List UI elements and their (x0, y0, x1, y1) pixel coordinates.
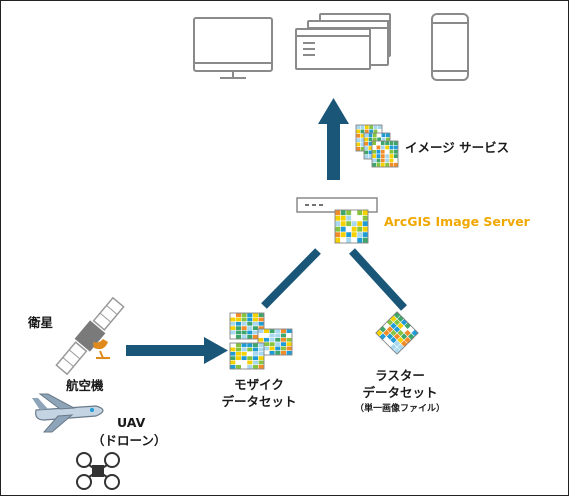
image-service-label: イメージ サービス (405, 140, 510, 155)
server-label: ArcGIS Image Server (384, 214, 530, 229)
arrow-to-clients (318, 98, 349, 180)
mosaic-label-line1: モザイク (234, 377, 284, 392)
smartphone-icon (431, 13, 469, 81)
mosaic-dataset-icon (229, 312, 293, 370)
browser-windows-icon (295, 13, 391, 70)
server-tile-icon (334, 209, 369, 244)
uav-label: UAV (117, 415, 146, 430)
aircraft-label: 航空機 (66, 378, 104, 393)
connector-lines (261, 248, 407, 311)
monitor-icon (193, 17, 273, 79)
raster-dataset-icon (375, 311, 419, 355)
arrow-to-mosaic (126, 337, 228, 364)
raster-label-line2: データセット (362, 385, 438, 400)
drone-icon (76, 452, 120, 490)
satellite-icon (55, 296, 125, 376)
mosaic-label-line2: データセット (221, 394, 297, 409)
image-service-icon (355, 124, 399, 168)
drone-label: （ドローン） (92, 433, 167, 448)
raster-label-line1: ラスター (375, 368, 425, 383)
raster-note: （単一画像ファイル） (354, 404, 445, 414)
satellite-label: 衛星 (28, 315, 54, 330)
airplane-icon (32, 393, 104, 433)
